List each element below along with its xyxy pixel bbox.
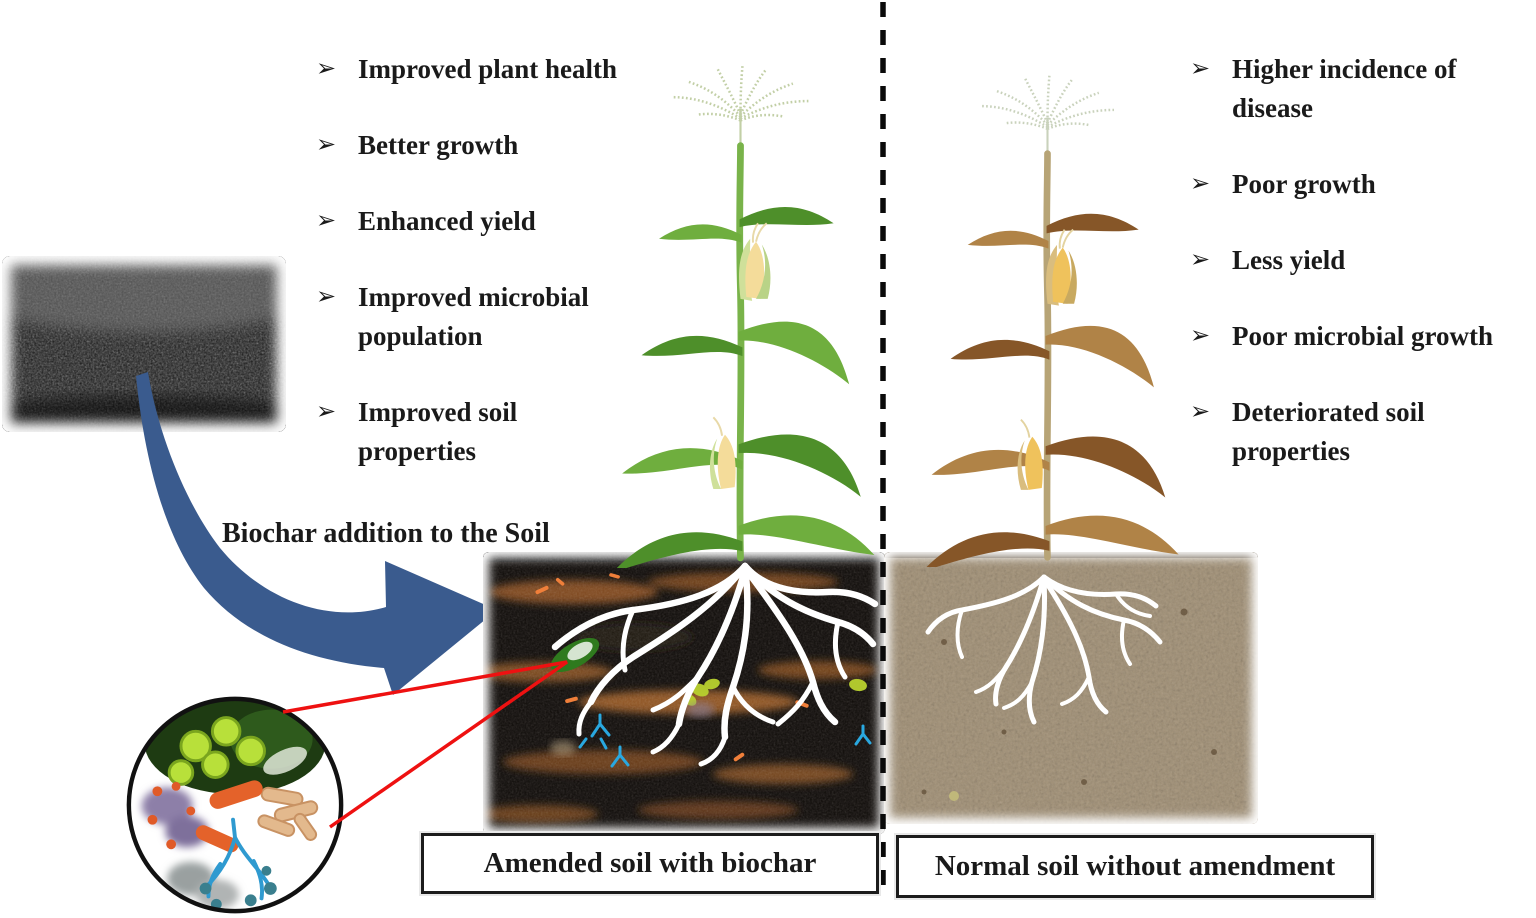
amended-roots	[551, 562, 879, 767]
unhealthy-corn-plant	[922, 75, 1179, 567]
list-item: ➢ Improved plant health	[316, 50, 617, 89]
arrowhead-bullet-icon: ➢	[316, 284, 337, 310]
list-item-text: Less yield	[1232, 245, 1346, 275]
arrowhead-bullet-icon: ➢	[1190, 247, 1211, 273]
arrowhead-bullet-icon: ➢	[316, 132, 337, 158]
soil-microbe-marks	[535, 573, 872, 768]
normal-roots	[925, 574, 1163, 725]
dashed-divider	[880, 2, 886, 892]
soil-microbes-photo	[122, 692, 348, 918]
normal-soil-caption: Normal soil without amendment	[934, 850, 1336, 882]
arrowhead-bullet-icon: ➢	[316, 399, 337, 425]
amended-soil-panel	[483, 552, 885, 834]
list-item: ➢ Poor growth	[1190, 165, 1493, 204]
list-item-text: Improved plant health	[358, 54, 618, 84]
list-item: ➢ Better growth	[316, 126, 617, 165]
list-item: ➢ Less yield	[1190, 241, 1493, 280]
arrowhead-bullet-icon: ➢	[1190, 171, 1211, 197]
list-item-text: Better growth	[358, 130, 519, 160]
normal-soil-panel	[884, 552, 1258, 824]
arrowhead-bullet-icon: ➢	[316, 208, 337, 234]
amended-soil-caption: Amended soil with biochar	[483, 847, 817, 879]
arrowhead-bullet-icon: ➢	[1190, 323, 1211, 349]
arrow-label: Biochar addition to the Soil	[222, 518, 550, 549]
blue-curved-arrow	[136, 372, 497, 695]
list-item: ➢ Poor microbial growth	[1190, 317, 1493, 356]
normal-soil-caption-box: Normal soil without amendment	[896, 835, 1374, 898]
list-item-text: Enhanced yield	[358, 206, 536, 236]
list-item-text: Poor growth	[1232, 169, 1376, 199]
list-item: ➢ Enhanced yield	[316, 202, 617, 241]
arrowhead-bullet-icon: ➢	[1190, 399, 1211, 425]
arrowhead-bullet-icon: ➢	[1190, 56, 1211, 82]
biochar-photo	[2, 256, 286, 432]
list-item-text: Poor microbial growth	[1232, 321, 1493, 351]
benefits-list: ➢ Improved plant health ➢ Better growth ➢ Enh…	[316, 50, 617, 508]
healthy-corn-plant	[612, 66, 875, 568]
arrowhead-bullet-icon: ➢	[316, 56, 337, 82]
amended-soil-caption-box: Amended soil with biochar	[421, 833, 879, 894]
